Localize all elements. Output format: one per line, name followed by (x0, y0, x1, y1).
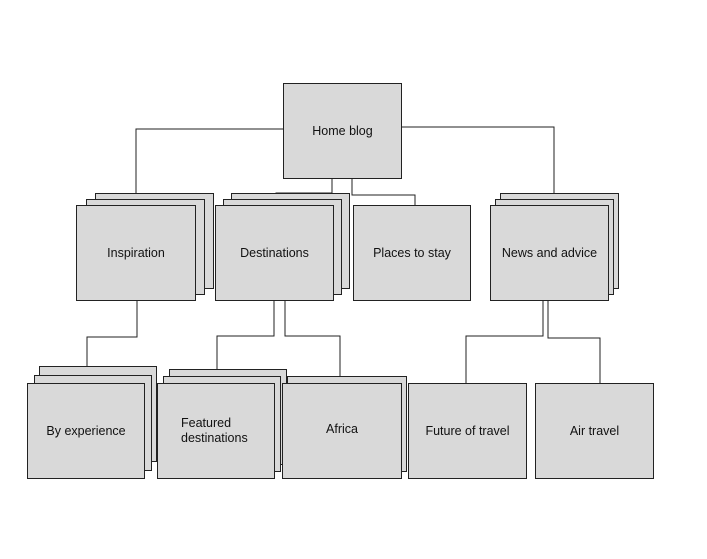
node-africa: Africa (282, 383, 402, 479)
connector-news-air (547, 300, 601, 383)
node-africa-label: Africa (326, 422, 358, 436)
connector-home-places (351, 179, 416, 210)
connector-home-inspiration (135, 128, 283, 205)
connector-home-news (402, 126, 555, 205)
node-news-and-advice-label: News and advice (501, 245, 598, 260)
node-destinations: Destinations (215, 205, 334, 301)
node-places-to-stay: Places to stay (353, 205, 471, 301)
connector-destinations-featured (216, 300, 275, 380)
node-future-of-travel: Future of travel (408, 383, 527, 479)
node-inspiration-label: Inspiration (107, 245, 165, 260)
node-featured-destinations-label: Featured destinations (181, 416, 248, 445)
node-home-blog-label: Home blog (312, 123, 373, 138)
connector-inspiration-experience (86, 300, 138, 382)
node-air-travel: Air travel (535, 383, 654, 479)
node-destinations-label: Destinations (240, 245, 309, 260)
node-inspiration: Inspiration (76, 205, 196, 301)
node-places-to-stay-label: Places to stay (373, 245, 451, 260)
connector-destinations-africa (284, 300, 341, 380)
node-news-and-advice: News and advice (490, 205, 609, 301)
node-home-blog: Home blog (283, 83, 402, 179)
node-future-of-travel-label: Future of travel (425, 423, 510, 438)
node-by-experience: By experience (27, 383, 145, 479)
node-air-travel-label: Air travel (569, 423, 620, 438)
node-featured-destinations: Featured destinations (157, 383, 275, 479)
connector-news-future (465, 300, 544, 383)
node-by-experience-label: By experience (46, 423, 126, 438)
